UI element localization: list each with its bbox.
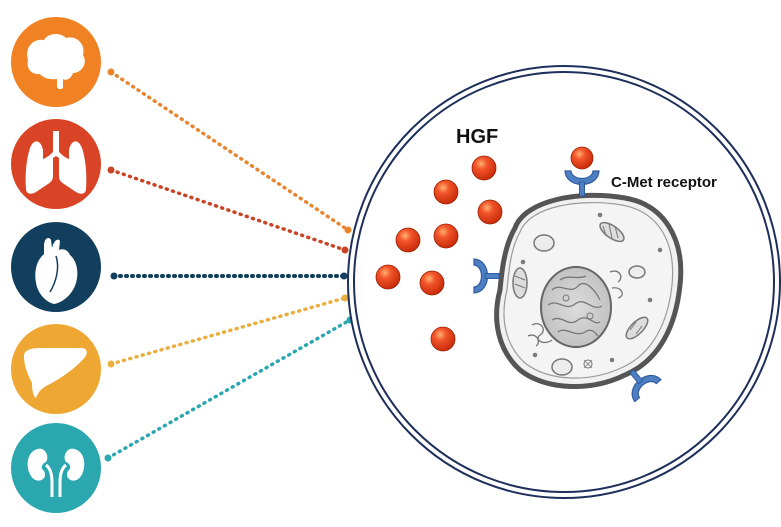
connector-liver-dot bbox=[341, 294, 349, 302]
hgf-label: HGF bbox=[456, 126, 498, 148]
hgf-ball bbox=[430, 326, 456, 352]
heart-icon bbox=[9, 220, 103, 314]
connector-lines bbox=[104, 68, 354, 462]
kidneys-icon bbox=[9, 421, 103, 515]
liver-icon bbox=[9, 322, 103, 416]
hgf-ball bbox=[433, 179, 459, 205]
lungs-icon bbox=[9, 117, 103, 211]
hgf-ball bbox=[570, 146, 594, 170]
hgf-ligands bbox=[375, 146, 594, 352]
connector-lungs bbox=[109, 168, 347, 252]
organ-icons bbox=[9, 15, 103, 515]
hgf-ball bbox=[433, 223, 459, 249]
connector-brain bbox=[109, 70, 350, 232]
connector-heart-dot bbox=[340, 272, 348, 280]
brain-icon bbox=[9, 15, 103, 109]
hgf-ball bbox=[375, 264, 401, 290]
cell bbox=[494, 192, 684, 389]
connector-lungs-dot bbox=[341, 246, 349, 254]
hgf-ball bbox=[419, 270, 445, 296]
connector-brain-dot bbox=[344, 226, 352, 234]
cmet-receptor-label: C-Met receptor bbox=[611, 174, 717, 191]
connector-kidneys bbox=[106, 318, 352, 460]
connector-liver bbox=[109, 296, 347, 366]
organelles bbox=[512, 212, 663, 376]
hgf-ball bbox=[471, 155, 497, 181]
hgf-ball bbox=[477, 199, 503, 225]
hgf-ball bbox=[395, 227, 421, 253]
nucleus bbox=[540, 266, 612, 348]
